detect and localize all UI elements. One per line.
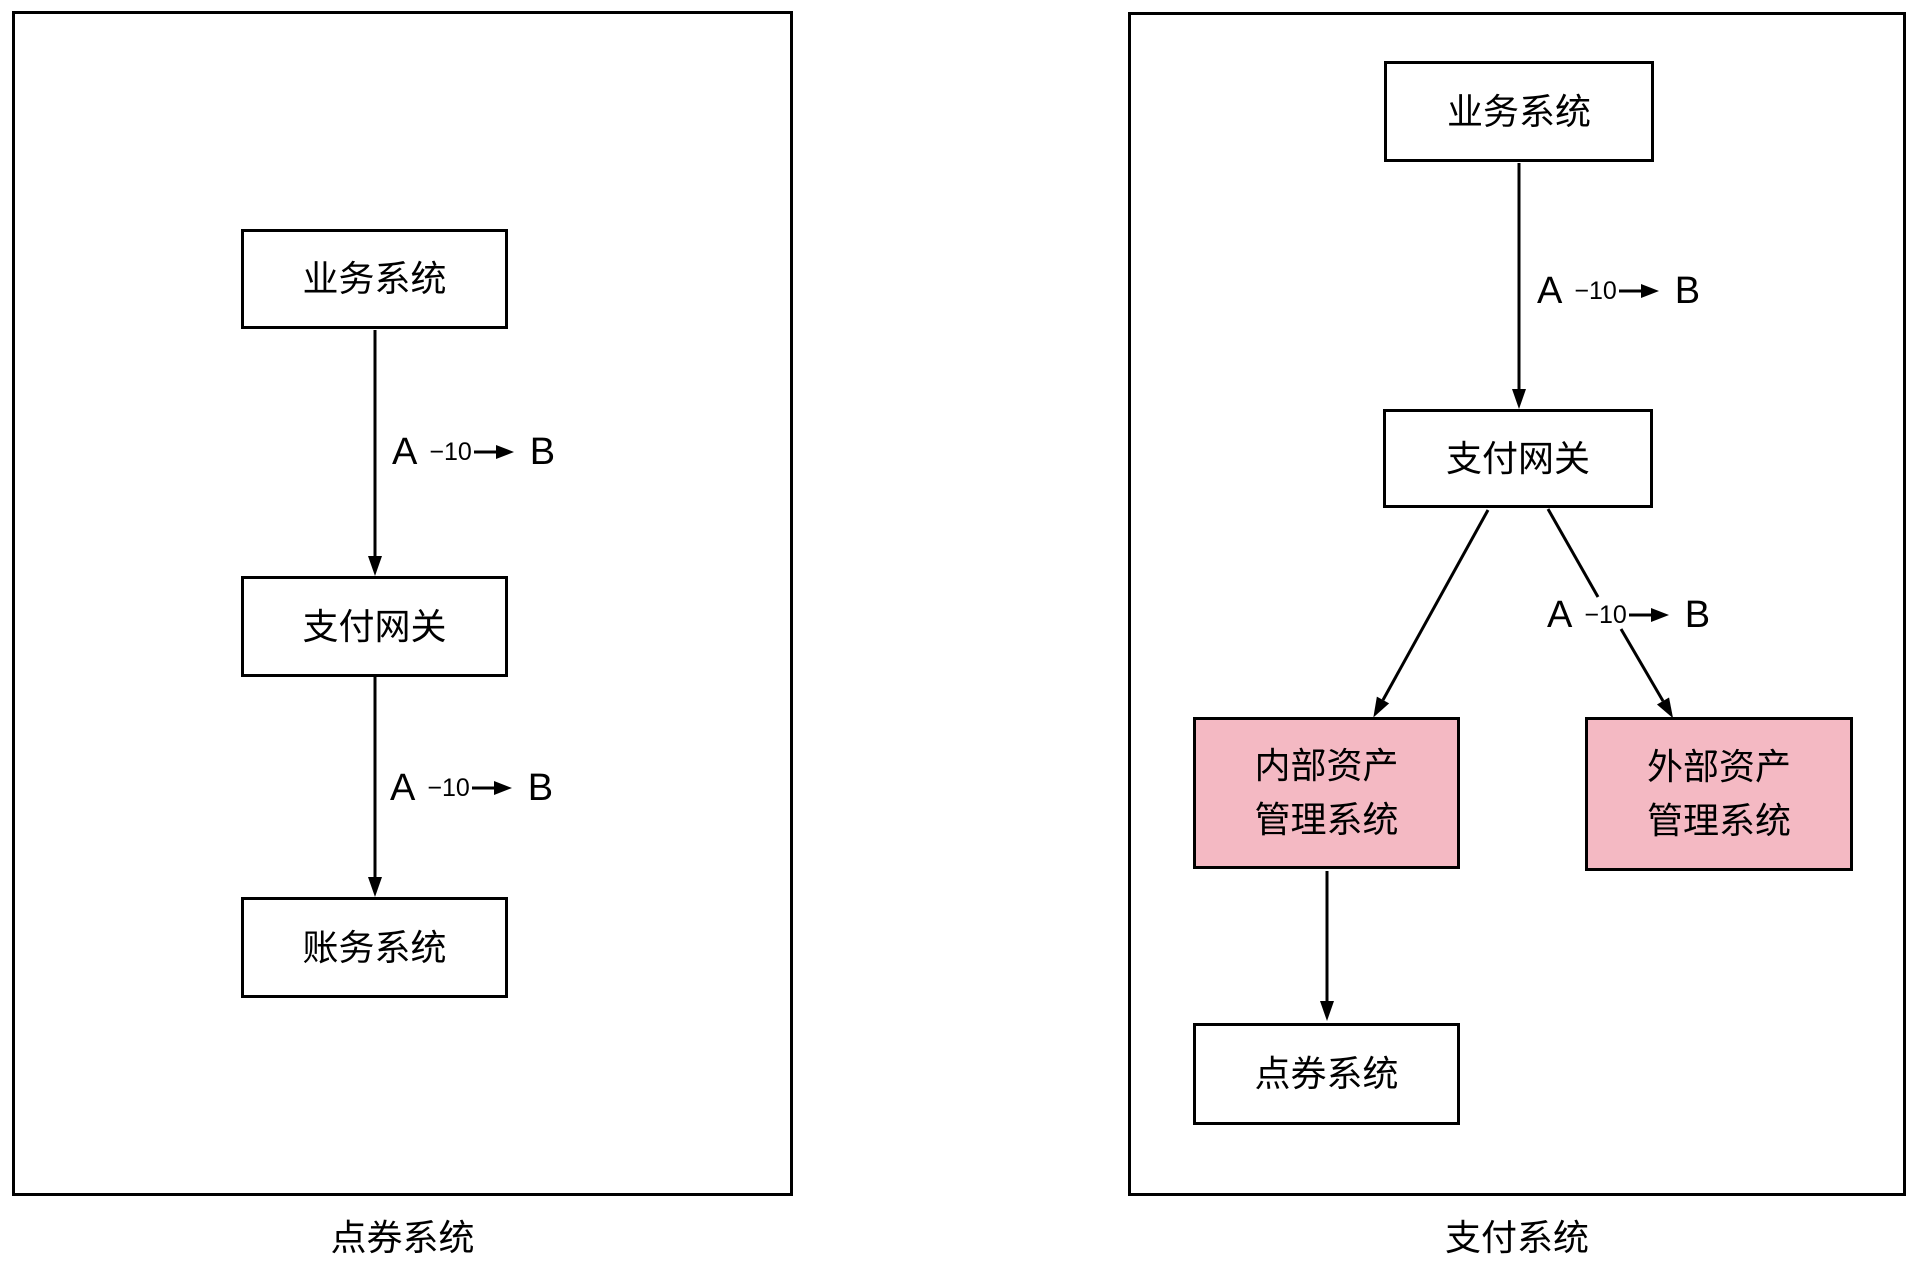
edge-label-transfer-1-left: A −10 B <box>392 427 555 477</box>
edge-label-from: A <box>390 766 416 809</box>
panel-coupon-system <box>12 11 793 1196</box>
edge-label-to: B <box>1674 269 1701 312</box>
node-coupon-system: 点券系统 <box>1193 1023 1460 1125</box>
node-label: 业务系统 <box>302 258 447 299</box>
node-label: 支付网关 <box>302 605 447 647</box>
edge-label-amount: −10 <box>1574 276 1617 305</box>
node-external-asset-management: 外部资产 管理系统 <box>1585 717 1853 871</box>
edge-label-amount: −10 <box>1584 600 1627 629</box>
caption-coupon-system: 点券系统 <box>330 1217 475 1258</box>
node-payment-gateway-left: 支付网关 <box>241 576 508 677</box>
node-label-line2: 管理系统 <box>1254 799 1399 840</box>
node-payment-gateway-right: 支付网关 <box>1383 409 1653 508</box>
edge-label-amount: −10 <box>429 437 472 466</box>
node-label-line1: 内部资产 <box>1254 745 1399 786</box>
edge-label-transfer-1-right: A −10 B <box>1537 266 1700 316</box>
node-accounting-system: 账务系统 <box>241 897 508 998</box>
node-label: 支付网关 <box>1445 437 1590 479</box>
edge-label-from: A <box>1547 593 1573 636</box>
transfer-arrow-icon <box>473 445 514 459</box>
node-internal-asset-management: 内部资产 管理系统 <box>1193 717 1460 869</box>
edge-label-from: A <box>1537 269 1563 312</box>
edge-label-amount: −10 <box>427 773 470 802</box>
edge-label-to: B <box>527 766 554 809</box>
node-label-line2: 管理系统 <box>1646 800 1791 841</box>
node-label: 点券系统 <box>1254 1053 1399 1094</box>
edge-label-to: B <box>1684 593 1711 636</box>
transfer-arrow-icon <box>471 781 512 795</box>
node-business-system-right: 业务系统 <box>1384 61 1654 162</box>
node-label: 账务系统 <box>302 926 447 968</box>
transfer-arrow-icon <box>1628 608 1669 622</box>
node-label: 业务系统 <box>1446 90 1591 132</box>
edge-label-from: A <box>392 430 418 473</box>
edge-label-to: B <box>529 430 556 473</box>
node-label-line1: 外部资产 <box>1646 746 1791 787</box>
edge-label-transfer-2-right: A −10 B <box>1547 590 1710 640</box>
edge-label-transfer-2-left: A −10 B <box>390 763 553 813</box>
node-business-system-left: 业务系统 <box>241 229 508 329</box>
caption-payment-system: 支付系统 <box>1444 1217 1589 1258</box>
panel-payment-system <box>1128 12 1906 1196</box>
transfer-arrow-icon <box>1618 284 1659 298</box>
